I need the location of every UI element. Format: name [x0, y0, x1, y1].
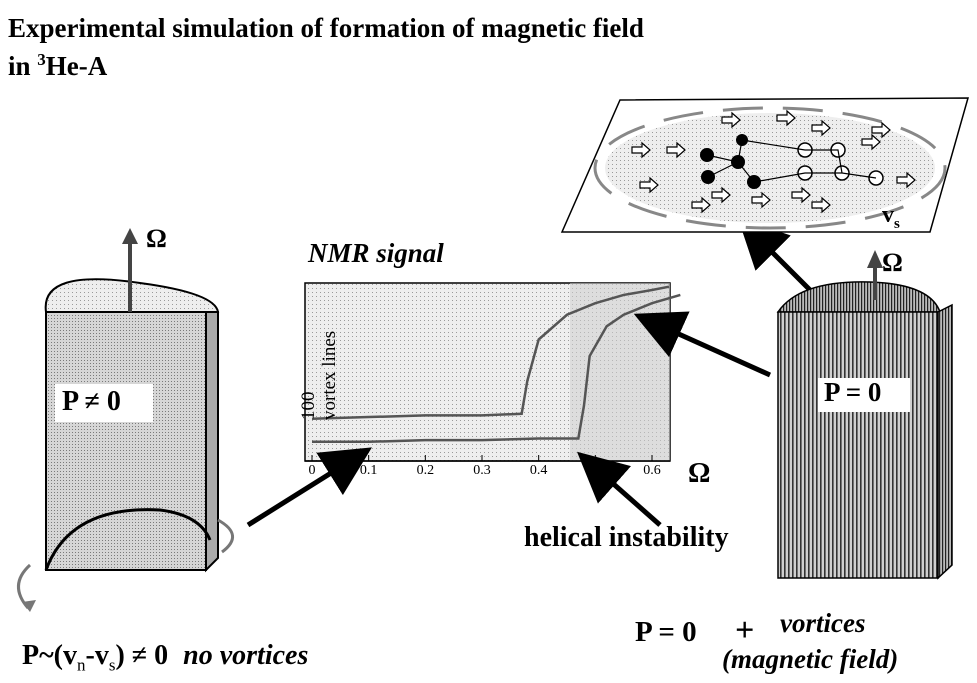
flow-arrows: [631, 109, 916, 214]
nmr-y-annotation-text: vortex lines: [319, 330, 340, 420]
right-caption-plus: +: [735, 612, 755, 649]
left-caption-sub-n: n: [77, 655, 86, 675]
right-p-label: P = 0: [824, 377, 882, 407]
left-caption-sub-s: s: [108, 655, 116, 675]
title-line2-suffix: He-A: [45, 51, 108, 81]
flow-arrow-icon: [811, 119, 831, 137]
flow-arrow-icon: [639, 176, 659, 194]
right-cylinder-top: [776, 281, 942, 313]
title-superscript: 3: [37, 50, 46, 69]
nmr-title: NMR signal: [308, 238, 444, 268]
nmr-y-annotation-number: 100: [298, 391, 319, 421]
right-p-label-box: [818, 378, 910, 412]
arrow-helical-to-chart: [577, 451, 662, 527]
right-caption-field: (magnetic field): [722, 644, 899, 674]
helical-instability-label: helical instability: [524, 522, 729, 553]
rotation-arrow-left-head: [22, 600, 36, 612]
left-cylinder-bottom-curve: [44, 508, 212, 571]
flow-arrow-icon: [721, 111, 741, 129]
left-cylinder: [17, 228, 234, 612]
left-cylinder-front: [45, 311, 207, 571]
plane-flow-ellipse: [593, 106, 947, 230]
nmr-shaded-region: [570, 283, 670, 461]
right-omega-label: Ω: [882, 248, 903, 277]
vs-label: vs: [882, 202, 900, 233]
right-cylinder-side: [937, 303, 953, 580]
nmr-x-tick-label: 0: [308, 463, 316, 478]
left-p-label-box: [55, 384, 153, 422]
left-caption-mid: -v: [85, 640, 109, 671]
nmr-series: [311, 285, 681, 444]
right-cylinder-front: [777, 311, 939, 579]
nmr-series-line-2: [312, 293, 681, 444]
vortex-plane: [560, 97, 969, 233]
nmr-x-tick-label: 0.1: [359, 463, 378, 478]
left-p-label: P ≠ 0: [62, 386, 121, 417]
left-omega-label: Ω: [146, 224, 167, 253]
right-cylinder: [776, 250, 953, 580]
nmr-x-tick-label: 0.5: [586, 463, 605, 478]
nmr-series-line-1: [311, 285, 670, 420]
vs-label-sub: s: [894, 215, 900, 232]
flow-arrow-icon: [861, 133, 881, 151]
nmr-x-tick-label: 0.3: [473, 463, 491, 478]
flow-arrow-icon: [776, 109, 796, 127]
left-caption-suffix: ) ≠ 0: [115, 640, 169, 671]
flow-arrow-icon: [871, 121, 891, 139]
nmr-x-tick-label: 0.2: [416, 463, 435, 478]
left-cylinder-side: [205, 311, 219, 573]
flow-arrow-icon: [791, 186, 811, 204]
arrow-left-to-chart: [246, 447, 372, 528]
vortex-nodes: [700, 134, 884, 189]
left-omega-arrow-head: [122, 228, 138, 244]
nmr-x-axis-label: Ω: [688, 458, 711, 489]
left-caption: P~(vn-vs) ≠ 0 no vortices: [22, 640, 308, 676]
title-line2-prefix: in: [8, 51, 38, 81]
flow-arrow-icon: [711, 186, 731, 204]
flow-arrow-icon: [896, 171, 916, 189]
left-caption-italic: no vortices: [183, 640, 309, 671]
nmr-x-tick-label: 0.4: [529, 463, 548, 478]
right-caption-p: P = 0: [635, 616, 697, 648]
flow-arrow-icon: [751, 191, 771, 209]
nmr-chart: [304, 282, 681, 462]
right-caption-vortices: vortices: [780, 608, 866, 638]
arrow-right-to-chart: [633, 311, 772, 378]
nmr-y-annotation: 100 vortex lines: [298, 300, 388, 430]
page-title: Experimental simulation of formation of …: [8, 12, 644, 82]
left-caption-prefix: P~(v: [22, 640, 77, 671]
vs-label-v: v: [882, 202, 894, 228]
flow-arrow-icon: [691, 196, 711, 214]
flow-arrow-icon: [666, 141, 686, 159]
title-line1: Experimental simulation of formation of …: [8, 13, 644, 43]
flow-arrow-icon: [631, 141, 651, 159]
flow-arrow-icon: [811, 196, 831, 214]
nmr-x-tick-label: 0.6: [643, 463, 661, 478]
rotation-arrow-right: [217, 518, 234, 554]
right-omega-arrow-head: [867, 250, 883, 268]
plane-flow-region: [605, 113, 935, 223]
arrow-cylinder-to-plane: [737, 217, 822, 302]
